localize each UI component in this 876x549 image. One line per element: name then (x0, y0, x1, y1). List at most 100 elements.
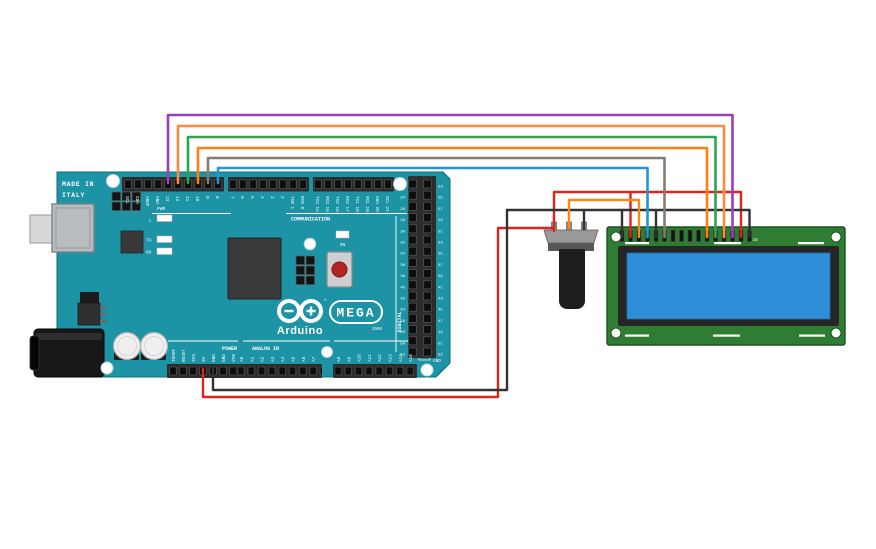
svg-text:A9: A9 (347, 356, 352, 362)
svg-text:33: 33 (438, 242, 443, 246)
gnd-corner-label: GND (433, 359, 441, 364)
communication-header[interactable] (313, 177, 394, 192)
l-led (156, 214, 173, 222)
atmega2560-chip[interactable] (227, 237, 282, 300)
italy-label: ITALY (62, 192, 85, 199)
lcd-pin16-label: 16 (753, 238, 759, 243)
wire-contrast-orange[interactable] (567, 198, 641, 239)
svg-text:9: 9 (204, 196, 209, 199)
reset-button[interactable] (326, 251, 353, 288)
svg-text:6: 6 (239, 196, 244, 199)
pot-body[interactable] (543, 229, 599, 244)
svg-text:RESET: RESET (182, 348, 187, 362)
arduino-brand-label: Arduino (277, 325, 323, 337)
capacitor[interactable] (139, 331, 169, 361)
rx-led-label: RX (146, 250, 152, 256)
svg-text:40: 40 (400, 286, 405, 290)
svg-text:5: 5 (249, 196, 254, 199)
svg-text:A2: A2 (261, 356, 266, 362)
wire-rs-blue[interactable] (216, 166, 649, 239)
svg-text:IOREF: IOREF (172, 348, 177, 362)
svg-text:24: 24 (400, 197, 405, 201)
wire-d4-orange[interactable] (196, 146, 709, 239)
svg-text:A11: A11 (368, 354, 373, 362)
voltage-regulator[interactable] (77, 292, 107, 326)
svg-text:7: 7 (229, 196, 234, 199)
svg-text:A12: A12 (378, 354, 383, 362)
digital-header-top-b[interactable] (228, 177, 309, 192)
tx-led (156, 235, 173, 243)
wire-d7-purple[interactable] (166, 113, 734, 239)
icsp-header[interactable] (295, 255, 315, 285)
usb-connector[interactable] (29, 203, 95, 253)
svg-text:27: 27 (438, 208, 443, 212)
svg-text:TX3 14: TX3 14 (314, 196, 319, 212)
analog-header-b[interactable] (333, 364, 417, 378)
svg-text:25: 25 (438, 197, 443, 201)
model-number-label: 2560 (372, 328, 383, 332)
potentiometer[interactable] (543, 221, 599, 309)
svg-text:RX1 19: RX1 19 (364, 196, 369, 212)
svg-text:42: 42 (400, 298, 405, 302)
lcd-screen[interactable] (626, 252, 831, 320)
wire-5v-red[interactable] (201, 190, 743, 399)
svg-text:SCL 21: SCL 21 (384, 196, 389, 212)
svg-text:23: 23 (438, 186, 443, 190)
wire-d6-orange[interactable] (176, 124, 726, 239)
capacitor[interactable] (112, 331, 142, 361)
power-jack[interactable] (29, 328, 105, 378)
mounting-hole (610, 327, 622, 339)
usb-interface-chip[interactable] (120, 230, 144, 254)
mounting-hole (106, 174, 120, 188)
svg-text:RX2 17: RX2 17 (344, 196, 349, 212)
svg-text:3V3: 3V3 (192, 354, 197, 362)
svg-text:TX2 16: TX2 16 (334, 196, 339, 212)
svg-text:26: 26 (400, 208, 405, 212)
svg-text:45: 45 (438, 309, 443, 313)
svg-text:32: 32 (400, 242, 405, 246)
svg-text:52: 52 (400, 354, 405, 358)
svg-text:10: 10 (194, 196, 199, 202)
svg-text:A5: A5 (292, 356, 297, 362)
wire-d5-green[interactable] (186, 135, 717, 239)
wire-enable-gray[interactable] (206, 156, 666, 239)
svg-text:A13: A13 (389, 354, 394, 362)
svg-text:53: 53 (438, 354, 443, 358)
svg-text:VIN: VIN (232, 354, 237, 362)
svg-text:GND: GND (154, 196, 159, 204)
trademark: ™ (324, 299, 327, 304)
svg-text:28: 28 (400, 219, 405, 223)
svg-text:SCL: SCL (124, 196, 129, 204)
mounting-hole (393, 177, 407, 191)
svg-text:RX3 15: RX3 15 (324, 196, 329, 212)
svg-text:A4: A4 (281, 356, 286, 362)
svg-text:41: 41 (438, 286, 443, 290)
tx-led-label: TX (146, 238, 152, 244)
svg-text:A7: A7 (312, 356, 317, 362)
analog-header-a[interactable] (236, 364, 322, 378)
svg-text:A0: A0 (240, 356, 245, 362)
icsp-header[interactable] (111, 191, 141, 211)
mounting-hole (303, 237, 317, 251)
svg-text:A3: A3 (271, 356, 276, 362)
svg-text:12: 12 (174, 196, 179, 202)
lcd-module[interactable]: 1 16 (606, 226, 846, 346)
svg-text:TX1 18: TX1 18 (354, 196, 359, 212)
lcd-pin-header[interactable] (616, 230, 754, 242)
svg-text:38: 38 (400, 275, 405, 279)
pot-shaft-top (559, 249, 585, 263)
svg-text:AREF: AREF (144, 196, 149, 207)
on-led-label: ON (340, 242, 346, 248)
svg-text:34: 34 (400, 253, 405, 257)
digital-header-22-53[interactable] (408, 176, 436, 358)
rx-led (156, 247, 173, 255)
pot-shaft[interactable] (559, 249, 585, 309)
svg-text:29: 29 (438, 219, 443, 223)
wire-gnd-black[interactable] (211, 208, 751, 392)
arduino-mega-board[interactable]: PWM L TX RX ON MADE IN ITALY COMMUNICATI… (29, 171, 451, 378)
